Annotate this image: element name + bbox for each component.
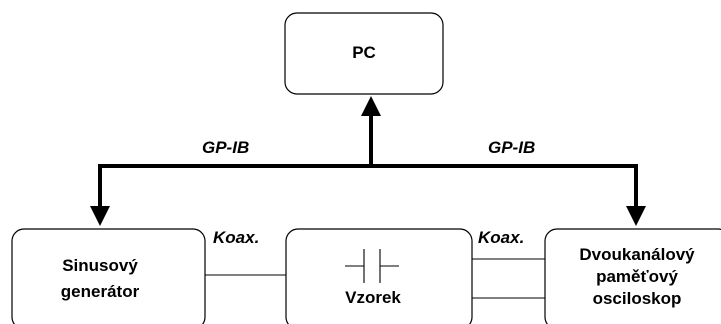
oscilloscope-label-line1: Dvoukanálový bbox=[579, 245, 695, 264]
arrow-up-to-pc bbox=[361, 96, 381, 116]
generator-node: Sinusový generátor bbox=[11, 228, 206, 324]
capacitor-icon bbox=[345, 249, 399, 283]
oscilloscope-label-line3: osciloskop bbox=[593, 289, 682, 308]
generator-label-line1: Sinusový bbox=[62, 256, 138, 275]
oscilloscope-node: Dvoukanálový paměťový osciloskop bbox=[544, 228, 721, 324]
arrow-down-to-oscilloscope bbox=[626, 206, 646, 226]
coax-left-label: Koax. bbox=[213, 228, 259, 247]
coax-right-label: Koax. bbox=[478, 228, 524, 247]
sample-node: Vzorek bbox=[285, 228, 473, 324]
pc-label: PC bbox=[352, 43, 376, 62]
generator-label-line2: generátor bbox=[61, 282, 140, 301]
gpib-right-label: GP-IB bbox=[488, 138, 535, 157]
sample-label: Vzorek bbox=[345, 288, 401, 307]
pc-node: PC bbox=[284, 12, 444, 95]
oscilloscope-label-line2: paměťový bbox=[596, 267, 678, 286]
gpib-left-label: GP-IB bbox=[202, 138, 249, 157]
gpib-bus bbox=[90, 96, 646, 226]
arrow-down-to-generator bbox=[90, 206, 110, 226]
